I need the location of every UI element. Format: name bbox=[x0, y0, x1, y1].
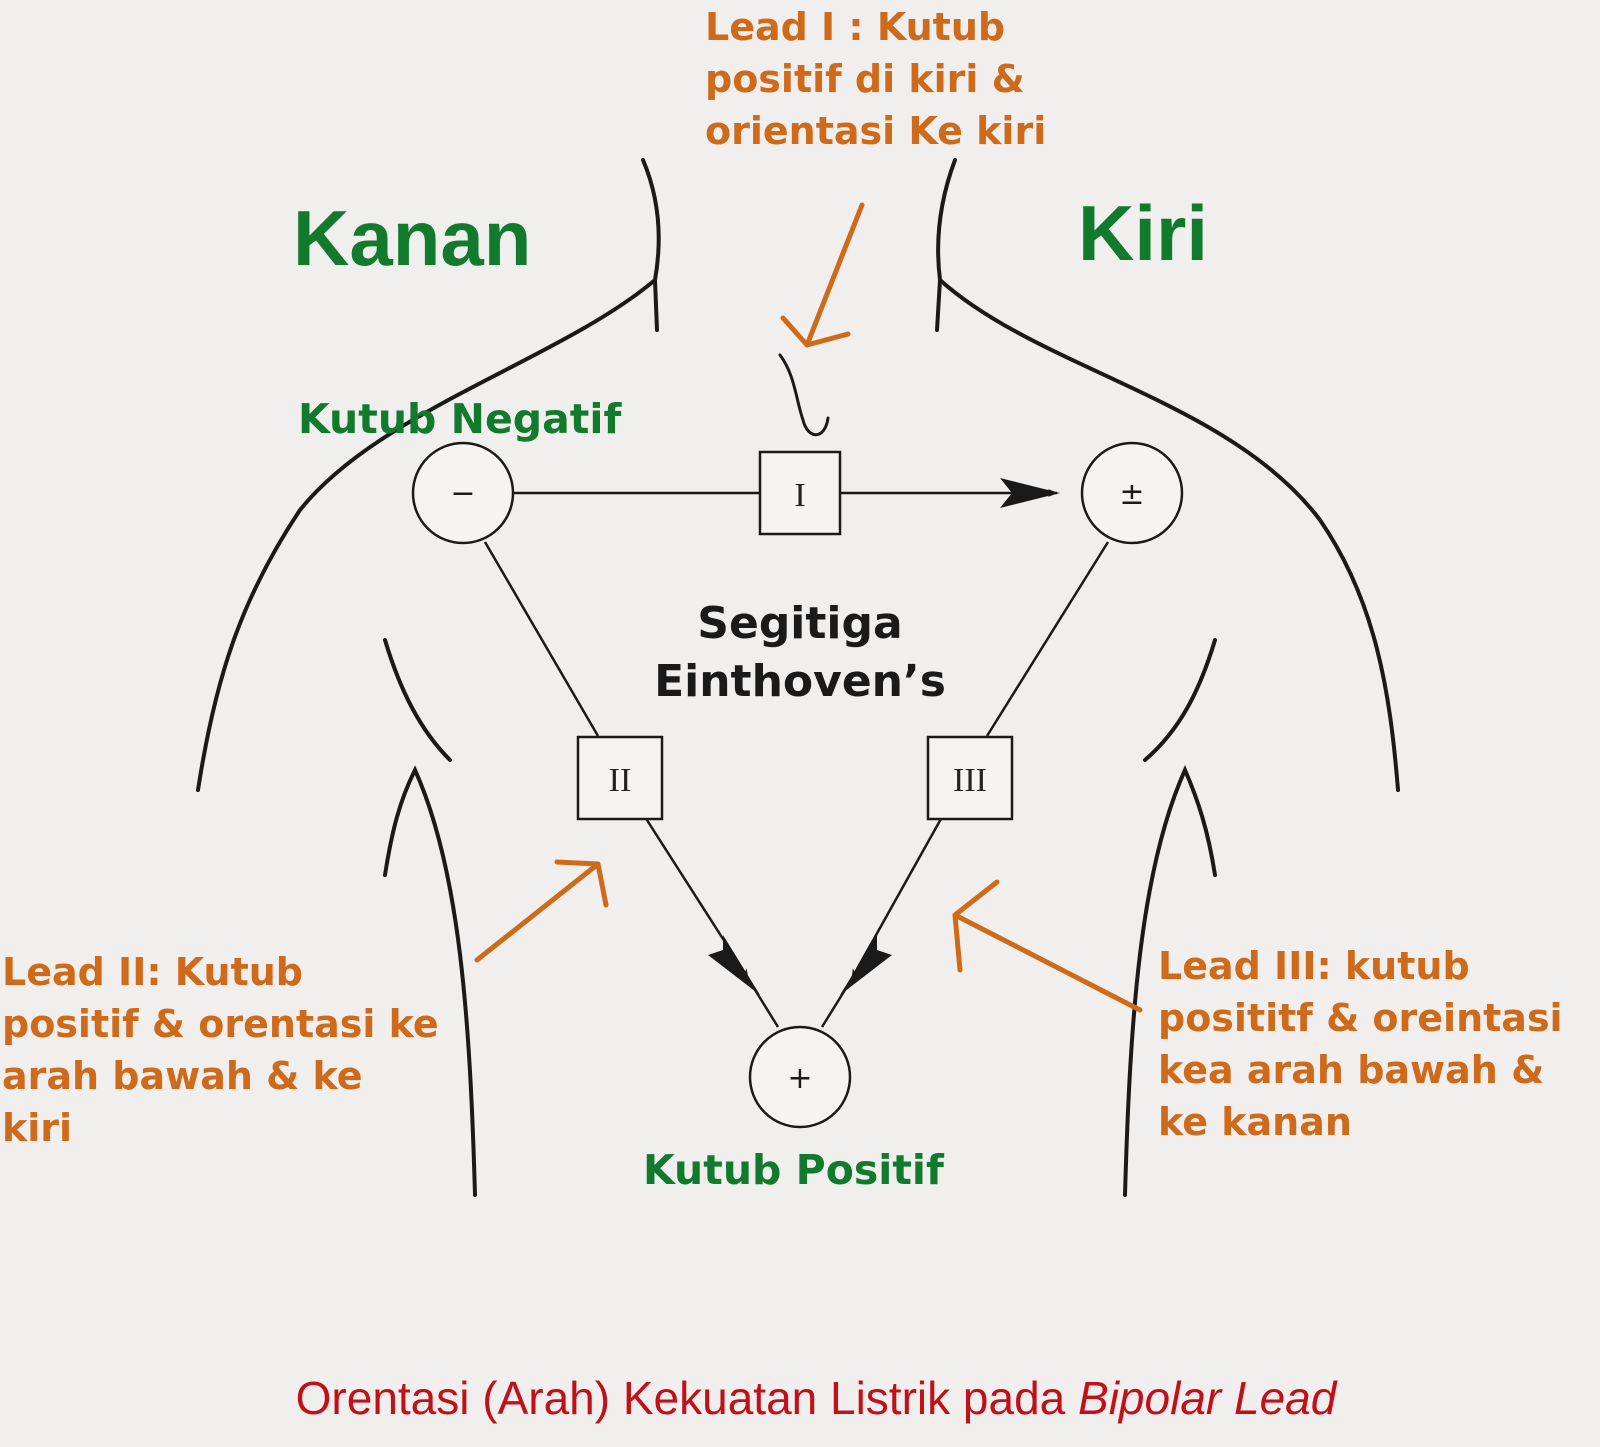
positive-symbol: + bbox=[787, 1061, 812, 1096]
mixed-pole: ± bbox=[1080, 441, 1184, 545]
lead3-annotation-line: Lead III: kutub bbox=[1158, 944, 1470, 988]
lead1-annotation-line: Lead I : Kutub bbox=[705, 5, 1005, 49]
positive-pole-label: Kutub Positif bbox=[643, 1146, 945, 1194]
left-arm-inner bbox=[383, 765, 477, 1197]
lead1-annotation-line: positif di kiri & bbox=[705, 57, 1025, 101]
squiggle-mark bbox=[778, 353, 830, 437]
lead-iii-line-top bbox=[985, 541, 1110, 737]
left-armpit-outer bbox=[383, 638, 452, 762]
right-armpit-outer bbox=[1143, 638, 1217, 762]
mixed-pole-circle bbox=[1080, 441, 1184, 545]
lead-iii-arrowhead bbox=[840, 935, 892, 995]
negative-pole-circle bbox=[411, 441, 515, 545]
right-shoulder-line bbox=[938, 278, 1400, 792]
lead-ii-line-top bbox=[483, 541, 600, 737]
lead3-annotation-line: ke kanan bbox=[1158, 1100, 1352, 1144]
negative-pole-label: Kutub Negatif bbox=[298, 395, 622, 443]
positive-pole-circle bbox=[748, 1025, 852, 1129]
lead-iii-line-bottom bbox=[850, 816, 944, 979]
left-shoulder-line bbox=[196, 278, 657, 792]
negative-symbol: − bbox=[450, 476, 475, 511]
lead-i-box-frame bbox=[758, 450, 842, 536]
lead2-annotation-line: kiri bbox=[2, 1106, 72, 1150]
lead1-annotation-line: orientasi Ke kiri bbox=[705, 109, 1046, 153]
lead-ii-numeral: II bbox=[609, 762, 632, 799]
orange-pointers bbox=[474, 202, 1143, 1013]
lead-ii-arrowhead bbox=[708, 935, 760, 995]
caption: Orentasi (Arah) Kekuatan Listrik pada Bi… bbox=[296, 1372, 1338, 1424]
negative-pole: − bbox=[411, 441, 515, 545]
lead1-annotation: Lead I : Kutub positif di kiri & orienta… bbox=[705, 5, 1046, 153]
center-title-line2: Einthoven’s bbox=[654, 656, 946, 707]
side-label-kiri: Kiri bbox=[1078, 189, 1208, 277]
lead2-annotation: Lead II: Kutub positif & orentasi ke ara… bbox=[2, 950, 439, 1150]
mixed-symbol: ± bbox=[1119, 477, 1144, 512]
lead2-annotation-line: positif & orentasi ke bbox=[2, 1002, 439, 1046]
right-arm-inner bbox=[1123, 765, 1217, 1197]
lead2-pointer-arrow bbox=[474, 859, 609, 963]
lead3-annotation-line: posititf & oreintasi bbox=[1158, 996, 1563, 1040]
neck-left-line bbox=[641, 158, 661, 332]
caption-italic: Bipolar Lead bbox=[1078, 1372, 1338, 1424]
positive-pole: + bbox=[748, 1025, 852, 1129]
lead-iii-numeral: III bbox=[953, 762, 987, 799]
neck-right-line bbox=[935, 158, 957, 332]
side-label-kanan: Kanan bbox=[293, 194, 531, 282]
lead-ii-box: II bbox=[576, 735, 664, 821]
lead1-pointer-arrow bbox=[780, 202, 865, 348]
lead3-pointer-arrow bbox=[952, 879, 1143, 1013]
center-title-line1: Segitiga bbox=[697, 598, 902, 649]
lead-ii-box-frame bbox=[576, 735, 664, 821]
caption-normal: Orentasi (Arah) Kekuatan Listrik pada bbox=[296, 1372, 1078, 1424]
lead2-annotation-line: arah bawah & ke bbox=[2, 1054, 363, 1098]
lead3-annotation-line: kea arah bawah & bbox=[1158, 1048, 1544, 1092]
lead2-annotation-line: Lead II: Kutub bbox=[2, 950, 303, 994]
lead-i-box: I bbox=[758, 450, 842, 536]
torso-outline bbox=[196, 158, 1400, 1197]
lead-iii-box-frame bbox=[926, 735, 1014, 821]
lead-i-arrowhead bbox=[1000, 478, 1060, 508]
lead-i-numeral: I bbox=[794, 477, 805, 514]
lead3-annotation: Lead III: kutub posititf & oreintasi kea… bbox=[1158, 944, 1563, 1144]
lead-iii-box: III bbox=[926, 735, 1014, 821]
